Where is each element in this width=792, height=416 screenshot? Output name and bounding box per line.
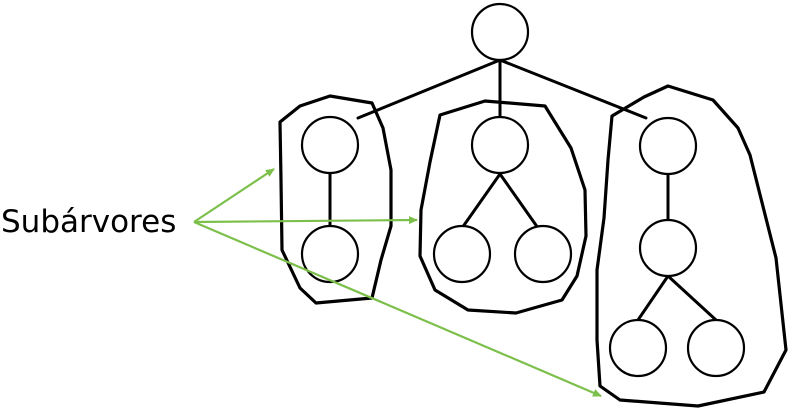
subtrees-label: Subárvores xyxy=(1,204,176,240)
edge-middle-root-left xyxy=(460,172,502,230)
root-node xyxy=(470,2,530,62)
edge-root-left xyxy=(356,58,502,120)
subtree-pointers xyxy=(193,168,602,398)
subtree-outline-left xyxy=(278,94,393,305)
tree-nodes xyxy=(300,2,746,378)
middle-node-right xyxy=(513,224,573,284)
root-edges xyxy=(356,58,648,120)
edge-root-right xyxy=(498,58,648,120)
pointer-right-subtree xyxy=(193,220,602,398)
left-node-1 xyxy=(300,115,360,175)
edge-right-2-left xyxy=(636,274,670,322)
right-node-2 xyxy=(638,218,698,278)
edge-middle-root-right xyxy=(498,172,540,230)
subtree-outline-middle xyxy=(418,99,588,315)
left-node-2 xyxy=(300,224,360,284)
subtree-outlines xyxy=(278,84,788,408)
pointer-left-subtree xyxy=(193,168,275,223)
subtree-edges xyxy=(328,172,718,322)
edge-right-2-right xyxy=(666,274,718,322)
subtree-outline-right xyxy=(595,84,788,408)
right-node-4 xyxy=(686,318,746,378)
middle-node-left xyxy=(432,224,492,284)
right-node-3 xyxy=(608,318,668,378)
pointer-middle-subtree xyxy=(193,216,418,225)
middle-node-root xyxy=(470,115,530,175)
right-node-1 xyxy=(638,116,698,176)
